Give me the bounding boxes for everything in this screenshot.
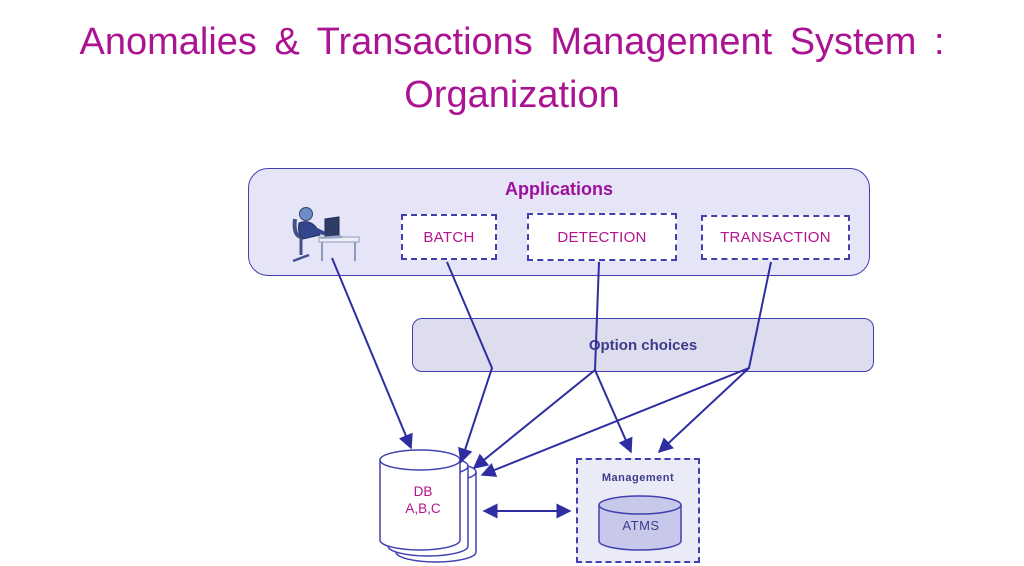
person-at-computer-icon: [292, 207, 360, 263]
module-label-transaction: TRANSACTION: [720, 229, 831, 246]
management-label: Management: [601, 472, 675, 484]
database-cylinders-icon: [379, 449, 477, 563]
module-box-transaction: TRANSACTION: [701, 215, 850, 260]
database-label-line1: DB: [413, 484, 433, 499]
applications-panel: Applications BATCH DETECTION TRANSA: [248, 168, 870, 276]
option-choices-box: Option choices: [412, 318, 874, 372]
module-box-detection: DETECTION: [527, 213, 677, 261]
arrow-person-to-db: [331, 257, 413, 450]
atms-label: ATMS: [622, 518, 660, 533]
page-title: Anomalies & Transactions Management Syst…: [0, 16, 1024, 122]
applications-panel-title: Applications: [504, 179, 613, 199]
module-label-detection: DETECTION: [557, 228, 647, 246]
title-line-2: Organization: [404, 74, 620, 116]
module-label-batch: BATCH: [423, 228, 475, 246]
database-label: DB A,B,C: [382, 483, 464, 517]
arrow-transaction-to-management: [657, 367, 750, 454]
option-choices-label: Option choices: [588, 336, 698, 354]
database-label-line2: A,B,C: [405, 501, 441, 516]
module-box-batch: BATCH: [401, 214, 497, 260]
atms-cylinder-icon: [598, 495, 682, 551]
title-line-1: Anomalies & Transactions Management Syst…: [79, 21, 945, 63]
arrow-detection-to-management: [594, 369, 633, 454]
